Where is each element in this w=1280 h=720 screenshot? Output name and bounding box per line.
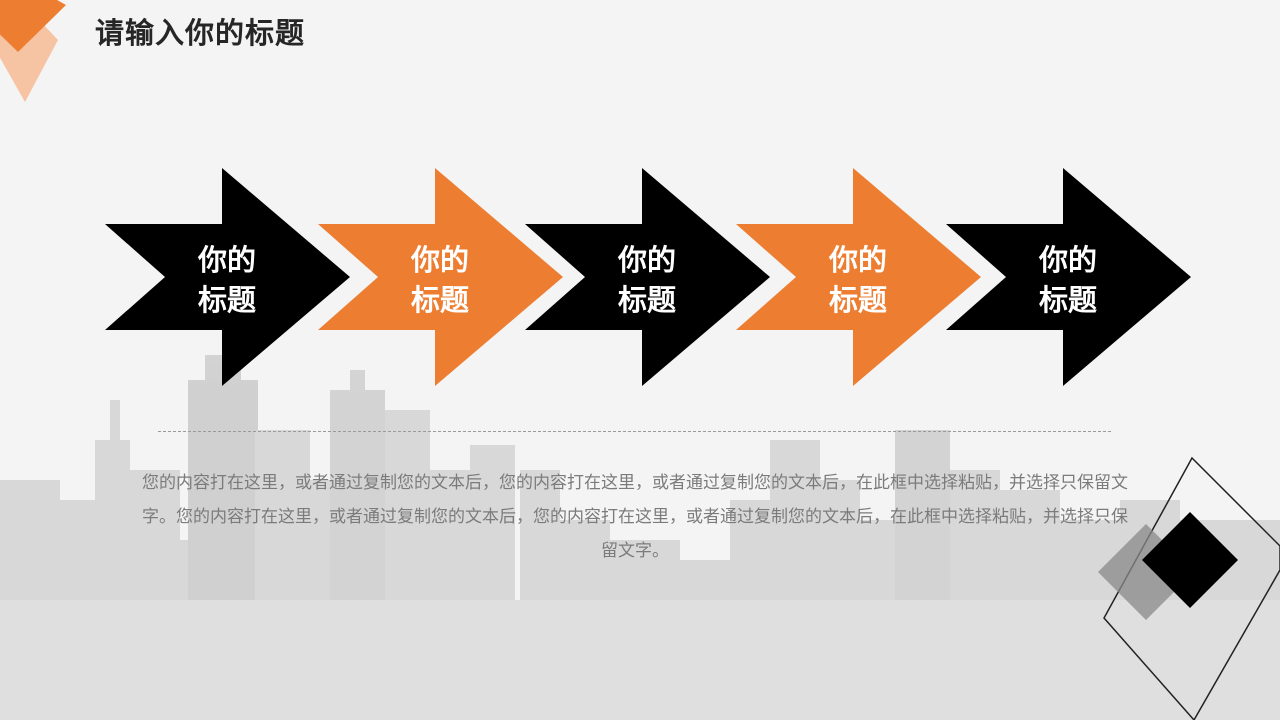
dashed-divider — [158, 431, 1111, 432]
arrow-label-line2: 标题 — [617, 283, 676, 317]
arrow-label-line1: 你的 — [197, 243, 256, 277]
arrow-label: 你的 标题 — [798, 240, 918, 320]
process-arrow-4: 你的 标题 — [736, 168, 981, 386]
arrow-label-line2: 标题 — [1038, 283, 1097, 317]
arrow-label-line1: 你的 — [1038, 243, 1097, 277]
arrow-shape-icon — [318, 168, 563, 386]
arrow-shape-icon — [105, 168, 350, 386]
page-title: 请输入你的标题 — [95, 16, 306, 50]
arrow-label-line2: 标题 — [828, 283, 887, 317]
arrow-label: 你的 标题 — [167, 240, 287, 320]
process-arrow-5: 你的 标题 — [946, 168, 1191, 386]
arrow-label-line1: 你的 — [410, 243, 469, 277]
arrow-shape-icon — [736, 168, 981, 386]
diamond-decoration — [1098, 456, 1280, 720]
arrow-label-line1: 你的 — [617, 243, 676, 277]
arrow-label: 你的 标题 — [1008, 240, 1128, 320]
arrow-label: 你的 标题 — [380, 240, 500, 320]
body-paragraph: 您的内容打在这里，或者通过复制您的文本后，您的内容打在这里，或者通过复制您的文本… — [142, 473, 1128, 561]
arrow-label-line1: 你的 — [828, 243, 887, 277]
arrow-label-line2: 标题 — [410, 283, 469, 317]
corner-diamond-decoration — [0, 0, 66, 102]
arrow-label: 你的 标题 — [587, 240, 707, 320]
arrow-shape-icon — [946, 168, 1191, 386]
process-arrow-2: 你的 标题 — [318, 168, 563, 386]
arrow-shape-icon — [525, 168, 770, 386]
process-arrow-3: 你的 标题 — [525, 168, 770, 386]
process-arrow-1: 你的 标题 — [105, 168, 350, 386]
arrow-label-line2: 标题 — [197, 283, 256, 317]
